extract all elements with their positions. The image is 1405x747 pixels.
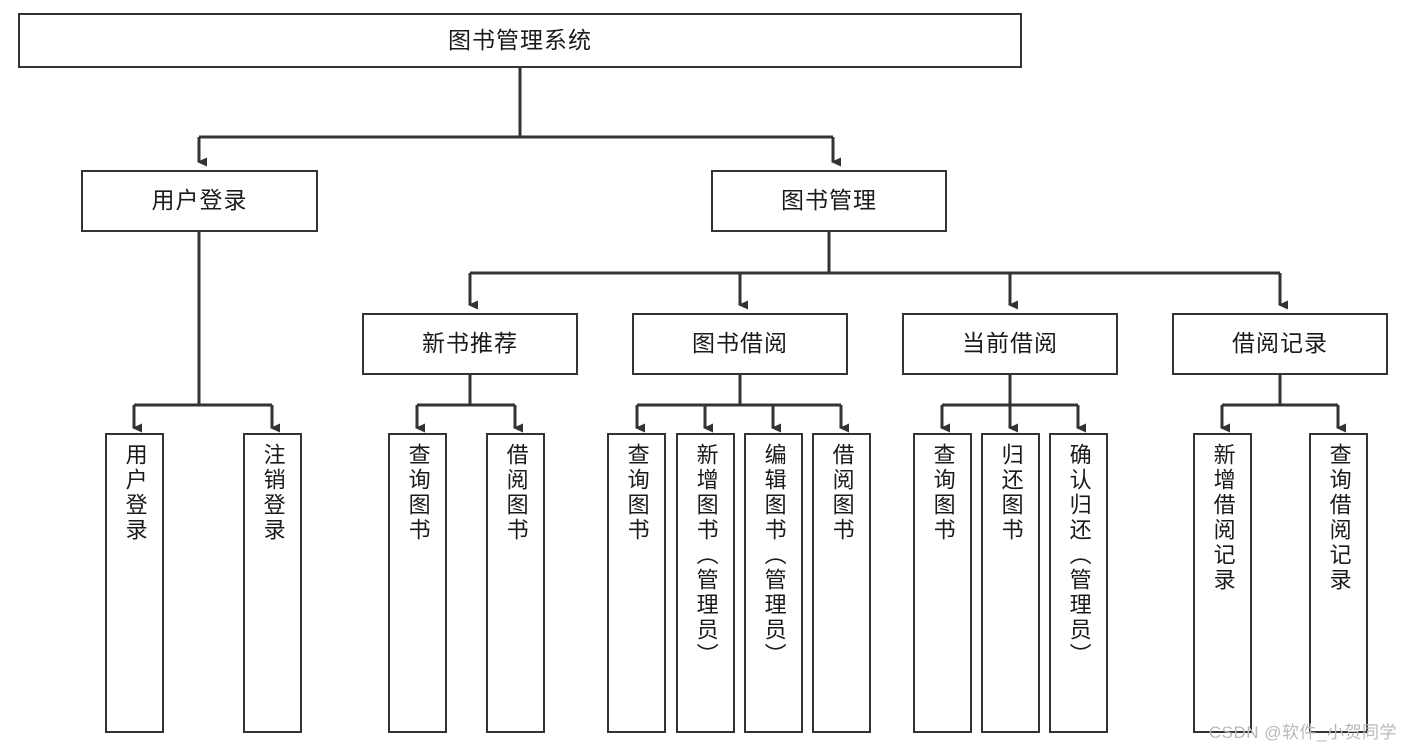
- node-label: 注销登录: [260, 443, 286, 543]
- leaf-book-borrow-edit[interactable]: 编辑图书（管理员）: [744, 433, 803, 733]
- leaf-new-book-query[interactable]: 查询图书: [388, 433, 447, 733]
- node-label: 借阅图书: [829, 443, 855, 543]
- node-label: 查询图书: [405, 443, 431, 543]
- leaf-borrow-record-query[interactable]: 查询借阅记录: [1309, 433, 1368, 733]
- node-label: 查询借阅记录: [1326, 443, 1352, 593]
- node-book-management[interactable]: 图书管理: [711, 170, 947, 232]
- node-new-book-recommend[interactable]: 新书推荐: [362, 313, 578, 375]
- node-current-borrow[interactable]: 当前借阅: [902, 313, 1118, 375]
- leaf-borrow-record-add[interactable]: 新增借阅记录: [1193, 433, 1252, 733]
- watermark-text: CSDN @软件_小贺同学: [1208, 723, 1397, 742]
- node-label: 新书推荐: [422, 330, 518, 357]
- leaf-user-login-signin[interactable]: 用户登录: [105, 433, 164, 733]
- node-label: 当前借阅: [962, 330, 1058, 357]
- node-label: 图书借阅: [692, 330, 788, 357]
- leaf-book-borrow-add[interactable]: 新增图书（管理员）: [676, 433, 735, 733]
- leaf-current-borrow-query[interactable]: 查询图书: [913, 433, 972, 733]
- node-user-login[interactable]: 用户登录: [81, 170, 318, 232]
- node-label: 归还图书: [998, 443, 1024, 543]
- node-label: 借阅记录: [1232, 330, 1328, 357]
- node-label: 新增借阅记录: [1210, 443, 1236, 593]
- node-book-borrow[interactable]: 图书借阅: [632, 313, 848, 375]
- node-label: 图书管理: [781, 187, 877, 214]
- node-label: 编辑图书（管理员）: [761, 443, 787, 668]
- node-label: 用户登录: [151, 187, 248, 214]
- node-root-system[interactable]: 图书管理系统: [18, 13, 1022, 68]
- node-label: 确认归还（管理员）: [1066, 443, 1092, 668]
- leaf-new-book-borrow[interactable]: 借阅图书: [486, 433, 545, 733]
- node-label: 查询图书: [930, 443, 956, 543]
- leaf-current-borrow-return[interactable]: 归还图书: [981, 433, 1040, 733]
- leaf-book-borrow-lend[interactable]: 借阅图书: [812, 433, 871, 733]
- leaf-user-login-logout[interactable]: 注销登录: [243, 433, 302, 733]
- node-label: 查询图书: [624, 443, 650, 543]
- node-label: 借阅图书: [503, 443, 529, 543]
- node-label: 用户登录: [122, 443, 148, 543]
- node-borrow-record[interactable]: 借阅记录: [1172, 313, 1388, 375]
- node-label: 新增图书（管理员）: [693, 443, 719, 668]
- leaf-current-borrow-confirm[interactable]: 确认归还（管理员）: [1049, 433, 1108, 733]
- leaf-book-borrow-query[interactable]: 查询图书: [607, 433, 666, 733]
- node-label: 图书管理系统: [448, 26, 592, 53]
